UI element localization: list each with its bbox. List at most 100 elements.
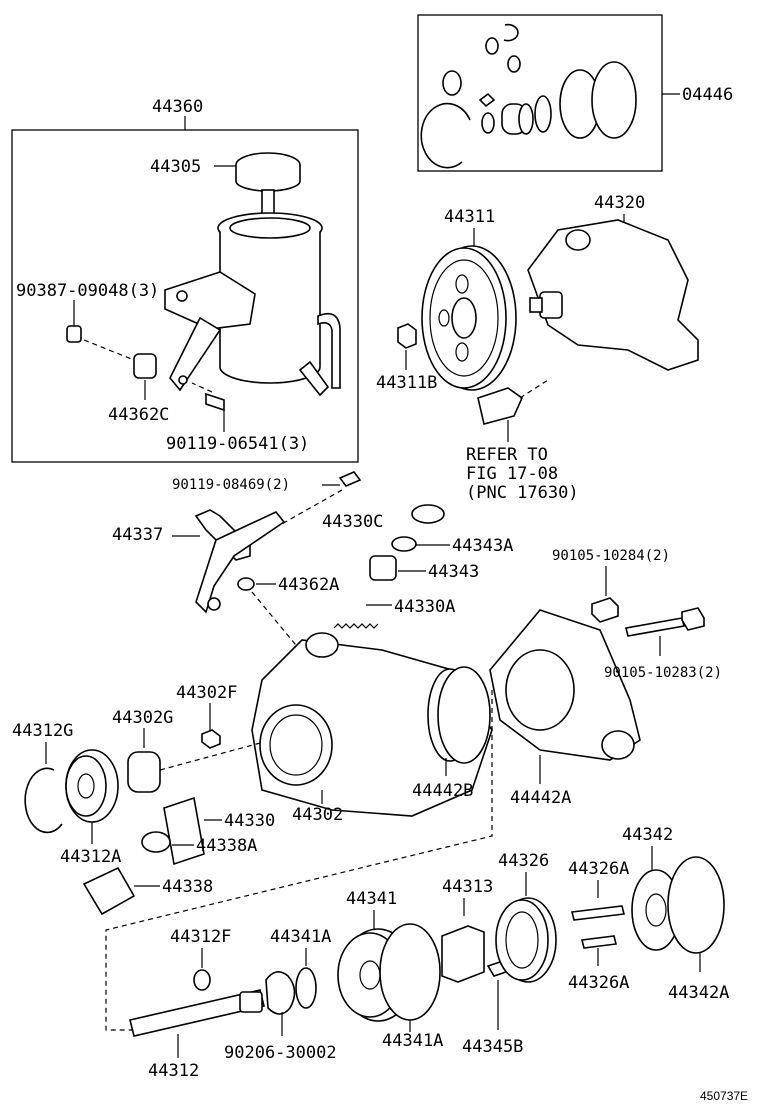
label-44341: 44341 (346, 889, 397, 909)
label-04446: 04446 (682, 85, 733, 105)
label-44330C: 44330C (322, 512, 383, 532)
gasket-44442b (437, 666, 491, 764)
label-44326A-top: 44326A (568, 859, 629, 879)
reservoir-group: 44360 44305 90387-09048(3) 44362C 9 (11, 97, 359, 463)
label-44330A: 44330A (394, 597, 455, 617)
cam-ring-44326 (495, 899, 549, 981)
assembly-dash (105, 690, 493, 1031)
pipe-bracket (195, 511, 286, 614)
o-ring-tiny (485, 37, 499, 55)
bracket-arm (169, 316, 222, 392)
pin-44326a-1 (571, 905, 625, 921)
switch-dash (519, 379, 549, 399)
label-44326A-bottom: 44326A (568, 973, 629, 993)
bearing-44312a (65, 755, 107, 817)
label-90105-10283: 90105-10283(2) (604, 665, 722, 681)
o-ring-44343a (391, 536, 417, 552)
o-ring-44338a (141, 831, 171, 853)
rotor-44313 (441, 925, 485, 983)
shaft-spline (239, 991, 263, 1013)
label-44330: 44330 (224, 811, 275, 831)
label-44311B: 44311B (376, 373, 437, 393)
bolt-08469-dash (279, 489, 343, 526)
collar-44362c (133, 353, 157, 379)
label-44362A: 44362A (278, 575, 339, 595)
label-44337: 44337 (112, 525, 163, 545)
label-44442A: 44442A (510, 788, 571, 808)
label-44305: 44305 (150, 157, 201, 177)
pressure-plate-hole (645, 893, 667, 927)
return-pipe (317, 312, 341, 389)
pulley-hole-1 (455, 274, 469, 294)
pulley-hole-3 (438, 309, 450, 327)
label-90387-09048: 90387-09048(3) (16, 281, 159, 301)
refer-line-3: (PNC 17630) (466, 483, 579, 503)
bearing-bore (77, 773, 95, 799)
bolt-dash (191, 382, 213, 393)
bolt-90119-08469 (338, 471, 362, 487)
o-ring-medium (534, 95, 552, 133)
gasket-90206-30002 (265, 971, 296, 1015)
spring-44330a (333, 623, 379, 629)
rear-housing-bore (505, 649, 575, 731)
label-44313: 44313 (442, 877, 493, 897)
stud-bolt (66, 325, 82, 343)
snap-ring-small (503, 23, 519, 42)
cam-ring-bore (505, 911, 539, 969)
bracket-hole-2 (178, 375, 188, 385)
bolt-90119-06541 (205, 392, 225, 412)
pump-shaft (529, 297, 543, 313)
plug-44338 (82, 866, 136, 916)
seal-kit-frame (417, 14, 663, 172)
pulley-nut (397, 323, 417, 349)
label-44338: 44338 (162, 877, 213, 897)
stud-dash (83, 339, 135, 361)
pulley-hole-2 (455, 342, 469, 362)
label-90206-30002: 90206-30002 (224, 1043, 337, 1063)
label-44341A-top: 44341A (270, 927, 331, 947)
valve-44330 (163, 796, 205, 866)
refer-line-1: REFER TO (466, 445, 548, 465)
bracket-hole (176, 290, 188, 302)
label-44341A-bottom: 44341A (382, 1031, 443, 1051)
pulley-inner (429, 259, 499, 377)
housing-bore (259, 704, 333, 786)
o-ring-thin (481, 112, 495, 134)
bolt-90105-10284 (591, 597, 619, 623)
reservoir-frame (11, 129, 359, 463)
bolt-90105-10283-shank (625, 617, 685, 637)
o-ring-44342a (667, 856, 725, 954)
bolt-90105-10283-head (681, 607, 705, 631)
seal-piece (478, 92, 496, 108)
seal-kit-group: 04446 (417, 14, 733, 172)
snap-ring-44330c (411, 504, 445, 524)
pulley-pump-group: 44311 44311B 44320 REFER TO FIG 17-08 (P… (376, 193, 699, 503)
label-44343A: 44343A (452, 536, 513, 556)
label-44312G: 44312G (12, 721, 73, 741)
label-44345B: 44345B (462, 1037, 523, 1057)
pulley-hub (451, 297, 477, 339)
snap-ring-44312f (193, 969, 211, 991)
label-44302G: 44302G (112, 708, 173, 728)
label-44320: 44320 (594, 193, 645, 213)
internals-group: 44312 44312F 90206-30002 44341A 44341 44… (105, 690, 729, 1081)
label-44343: 44343 (428, 562, 479, 582)
label-44342A: 44342A (668, 983, 729, 1003)
snap-ring-44312g (24, 767, 63, 834)
seal-44302g (127, 751, 161, 793)
tank-opening (229, 217, 311, 239)
label-44326: 44326 (498, 851, 549, 871)
label-44338A: 44338A (196, 836, 257, 856)
rear-housing-boss (601, 730, 635, 760)
refer-line-2: FIG 17-08 (466, 464, 558, 484)
label-90119-06541: 90119-06541(3) (166, 434, 309, 454)
label-44312A: 44312A (60, 847, 121, 867)
housing-bore-inner (269, 714, 323, 776)
pump-port (565, 229, 591, 251)
reservoir-cap-body (235, 165, 301, 192)
gasket-44362a (237, 577, 255, 591)
o-ring-tiny-2 (507, 55, 521, 73)
label-44362C: 44362C (108, 405, 169, 425)
label-90119-08469: 90119-08469(2) (172, 477, 290, 493)
